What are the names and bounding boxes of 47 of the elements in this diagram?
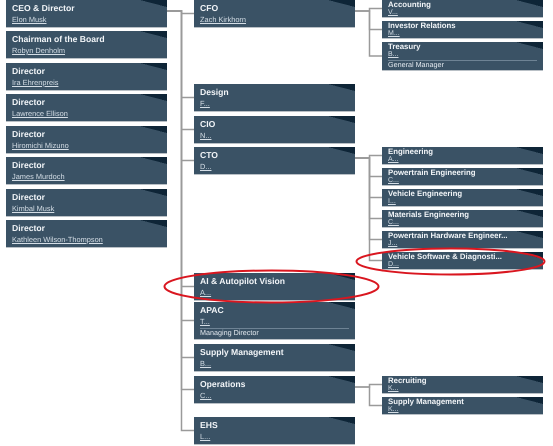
org-chart-box [194, 344, 355, 371]
org-chart-box [382, 168, 543, 185]
org-chart-box [194, 302, 355, 339]
org-chart-box [6, 126, 167, 153]
org-chart-box [382, 252, 543, 269]
org-chart-box [194, 84, 355, 111]
org-chart-box [194, 0, 355, 27]
org-chart-box [382, 0, 543, 17]
role-title: Director [12, 97, 45, 108]
role-title: Operations [200, 379, 246, 390]
role-title: Chairman of the Board [12, 34, 105, 45]
role-title: CFO [200, 3, 218, 14]
role-title: AI & Autopilot Vision [200, 276, 285, 287]
org-chart-box [6, 63, 167, 90]
role-title: CIO [200, 119, 216, 130]
role-title: CEO & Director [12, 3, 75, 14]
role-title: EHS [200, 420, 218, 431]
role-title: Director [12, 223, 45, 234]
org-chart-box [382, 147, 543, 164]
org-chart-box [382, 210, 543, 227]
org-chart-box [382, 189, 543, 206]
org-chart-box [194, 273, 355, 300]
org-chart-box [382, 21, 543, 38]
org-chart-box [382, 397, 543, 414]
org-chart-box [6, 157, 167, 184]
org-chart-box [194, 417, 355, 444]
org-chart-box [194, 376, 355, 403]
org-chart-box [382, 376, 543, 393]
org-chart-box [6, 94, 167, 121]
org-chart-box [6, 0, 167, 27]
role-title: APAC [200, 305, 224, 316]
org-chart-box [194, 116, 355, 143]
role-title: Director [12, 129, 45, 140]
role-title: Director [12, 192, 45, 203]
connector-line [355, 10, 382, 57]
org-chart-box [6, 31, 167, 58]
role-title: CTO [200, 150, 218, 161]
org-chart-box [6, 220, 167, 247]
role-title: Director [12, 66, 45, 77]
role-title: Director [12, 160, 45, 171]
org-chart-box [382, 42, 543, 70]
org-chart-box [194, 147, 355, 174]
role-title: Supply Management [200, 347, 284, 358]
org-chart-box [6, 189, 167, 216]
org-chart-box [382, 231, 543, 248]
role-title: Design [200, 87, 229, 98]
connector-line [355, 386, 382, 406]
